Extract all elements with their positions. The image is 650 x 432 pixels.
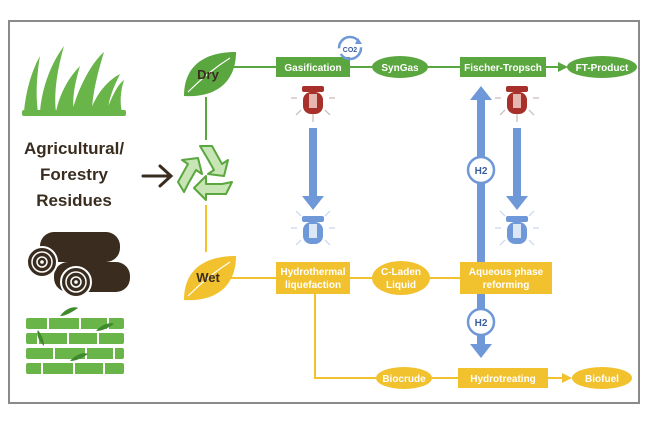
grass-icon [22,46,126,116]
fischer-tropsch-label: Fischer-Tropsch [464,63,542,74]
biocrude-label: Biocrude [382,374,426,385]
source-label-line-2: Forestry [40,165,109,184]
hydrogen-down-arrow [466,294,496,358]
c-laden-label-line-2: Liquid [386,280,416,291]
c-laden-liquid-ellipse [372,261,430,295]
aqueous-label-line-2: reforming [483,280,530,291]
c-laden-label-line-1: C-Laden [381,267,421,278]
source-label-line-1: Agricultural/ [24,139,124,158]
ft-product-label: FT-Product [576,63,629,74]
wet-label: Wet [196,270,220,285]
branch-connectors [205,66,276,279]
biofuel-ellipse [572,367,632,389]
co2-label: CO2 [343,47,358,54]
heat-transfer-arrows [302,128,528,210]
fischer-tropsch-box [460,57,546,77]
dry-leaf [184,52,236,97]
hydrotreating-label: Hydrotreating [470,374,536,385]
aqueous-label-line-1: Aqueous phase [469,267,544,278]
hydrothermal-liquefaction-box [276,262,350,294]
biofuel-label: Biofuel [585,374,619,385]
hot-reactor-icon [495,86,539,122]
cold-reactor-icon [291,210,335,246]
recycle-icon [177,145,233,201]
wet-leaf [184,256,236,301]
hydrogen-label-lower: H2 [475,318,488,329]
co2-cycle-icon: CO2 [337,35,363,61]
wood-logs-icon [26,232,130,298]
hydrothermal-label-line-1: Hydrothermal [280,267,345,278]
bamboo-icon [26,307,124,374]
hot-reactor-icon [291,86,335,122]
wet-path-lines [314,277,572,383]
aqueous-phase-reforming-box [460,262,552,294]
gasification-label: Gasification [284,63,341,74]
input-arrow [141,164,174,188]
hydrogen-label-upper: H2 [475,166,488,177]
syngas-label: SynGas [381,63,419,74]
hydrothermal-label-line-2: liquefaction [285,280,341,291]
hydrotreating-box [458,368,548,388]
gasification-box [276,57,350,77]
ft-product-ellipse [567,56,637,78]
source-label-line-3: Residues [36,191,112,210]
syngas-ellipse [372,56,428,78]
cold-reactor-icon [495,210,539,246]
dry-label: Dry [197,67,219,82]
biocrude-ellipse [376,367,432,389]
hydrogen-up-arrow [466,86,496,262]
